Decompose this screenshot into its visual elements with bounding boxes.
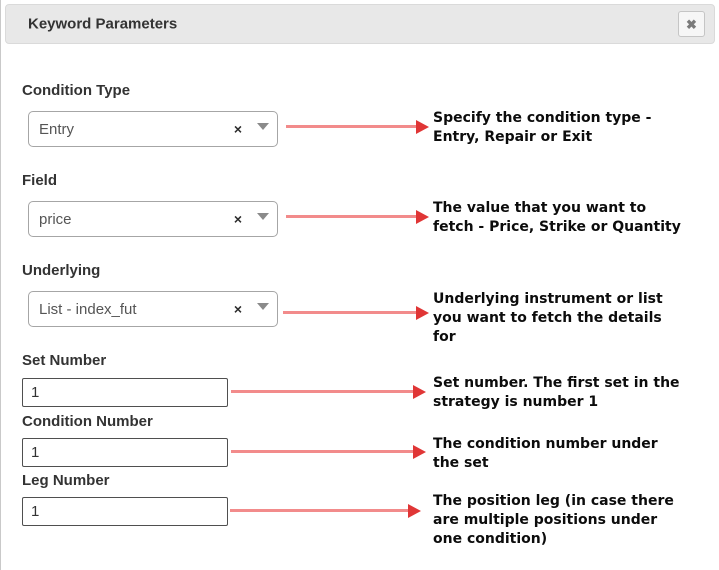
- annotation-text: The value that you want to fetch - Price…: [433, 200, 681, 235]
- selected-value: price: [39, 210, 72, 228]
- selected-value: Entry: [39, 120, 75, 138]
- condition-type-select[interactable]: Entry ×: [28, 111, 278, 147]
- underlying-label: Underlying: [22, 262, 101, 279]
- annotation-text: The position leg (in case there are mult…: [433, 493, 674, 547]
- chevron-down-icon: [257, 302, 269, 310]
- annotation-text: Set number. The first set in the strateg…: [433, 375, 680, 410]
- field-label: Field: [22, 172, 58, 189]
- leg-number-input[interactable]: [22, 497, 228, 526]
- close-button[interactable]: ✖: [678, 11, 705, 37]
- clear-icon[interactable]: ×: [233, 301, 242, 317]
- annotation-text: The condition number under the set: [433, 436, 658, 471]
- clear-icon[interactable]: ×: [233, 121, 242, 137]
- dialog-titlebar: Keyword Parameters ✖: [5, 4, 715, 44]
- chevron-down-icon: [257, 212, 269, 220]
- condition-number-input[interactable]: [22, 438, 228, 467]
- set-number-label: Set Number: [22, 352, 107, 369]
- condition-number-label: Condition Number: [22, 413, 153, 430]
- field-select[interactable]: price ×: [28, 201, 278, 237]
- chevron-down-icon: [257, 122, 269, 130]
- annotation-arrow: [230, 509, 408, 512]
- underlying-select[interactable]: List - index_fut ×: [28, 291, 278, 327]
- annotation-text: Specify the condition type - Entry, Repa…: [433, 110, 652, 145]
- annotation-arrow: [231, 390, 413, 393]
- annotation-arrow: [286, 125, 416, 128]
- leg-number-label: Leg Number: [22, 472, 110, 489]
- annotation-arrow: [231, 450, 413, 453]
- clear-icon[interactable]: ×: [233, 211, 242, 227]
- selected-value: List - index_fut: [39, 300, 137, 318]
- set-number-input[interactable]: [22, 378, 228, 407]
- dialog-title: Keyword Parameters: [28, 15, 178, 33]
- annotation-arrow: [286, 215, 416, 218]
- close-icon: ✖: [686, 16, 697, 32]
- condition-type-label: Condition Type: [22, 82, 131, 99]
- annotation-text: Underlying instrument or list you want t…: [433, 291, 663, 345]
- annotation-arrow: [283, 311, 416, 314]
